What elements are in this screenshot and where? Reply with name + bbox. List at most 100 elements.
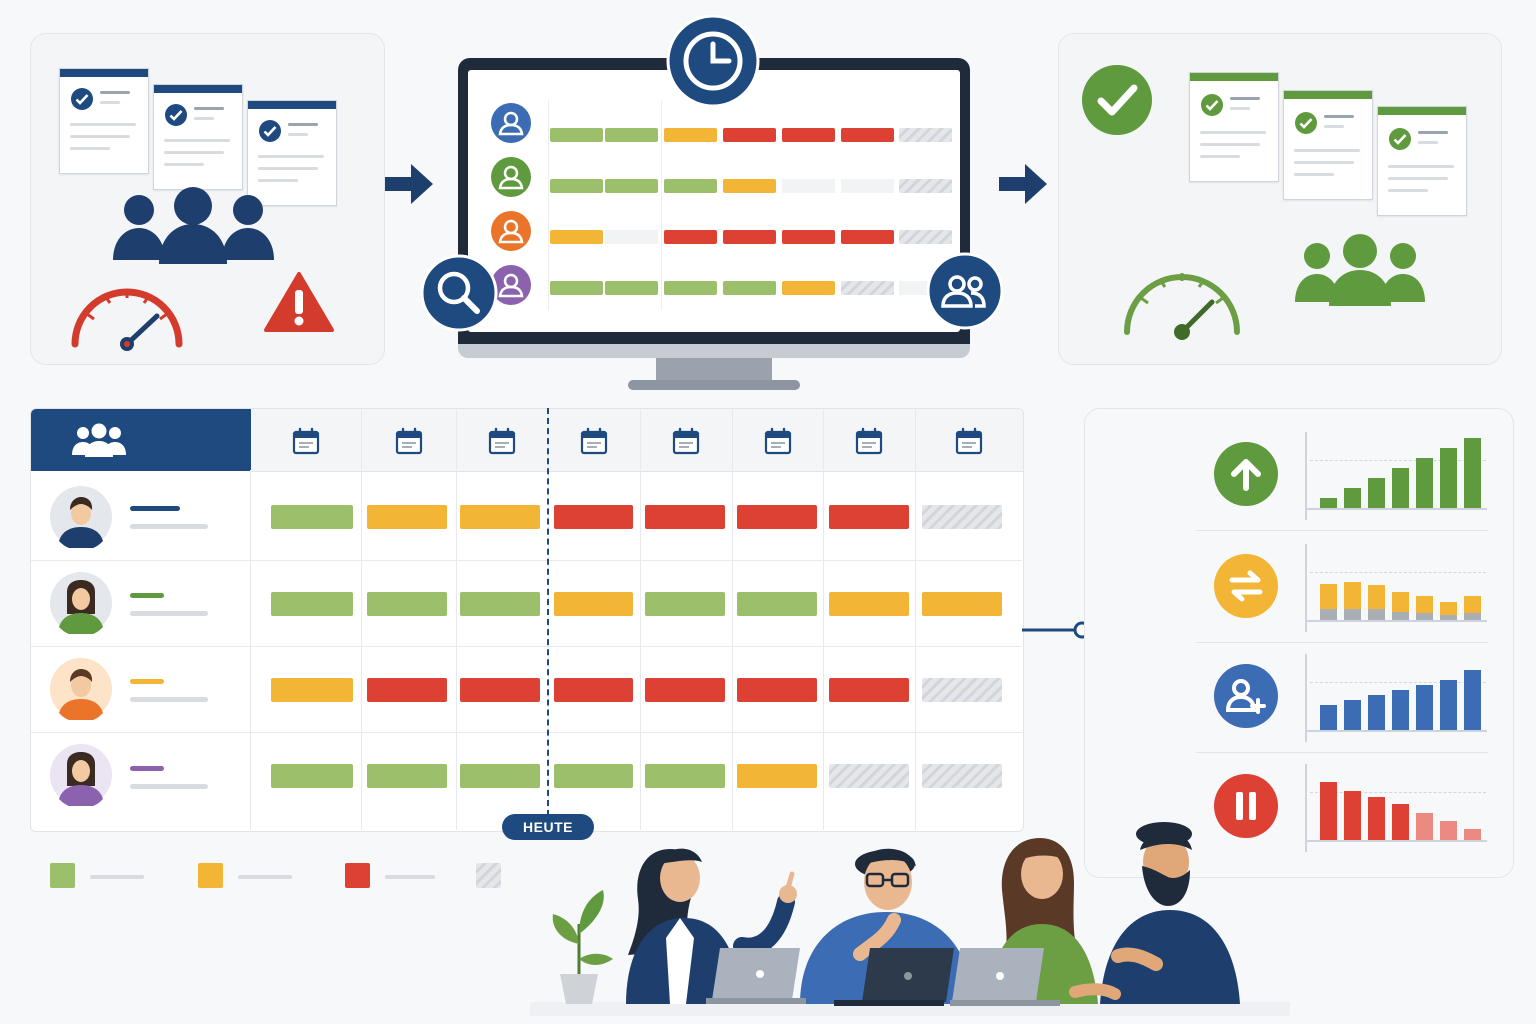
chart-bar — [1464, 829, 1481, 840]
row-divider — [30, 732, 1022, 733]
legend-swatch — [50, 863, 75, 888]
chart-axis — [1305, 654, 1307, 742]
chart-bar — [1440, 821, 1457, 840]
slot-bar — [271, 505, 353, 529]
slot-bar — [605, 128, 658, 142]
chart-gridline — [1310, 682, 1486, 683]
check-icon — [1201, 94, 1223, 116]
today-badge: HEUTE — [502, 814, 594, 840]
slot-bar — [645, 592, 725, 616]
slot-bar — [899, 128, 952, 142]
slot-bar — [829, 764, 909, 788]
panel-after — [1058, 33, 1502, 365]
chart-bar — [1464, 438, 1481, 508]
team-meeting-illustration — [530, 822, 1290, 1016]
slot-bar — [460, 505, 540, 529]
person-icon — [491, 265, 531, 305]
slot-bar — [723, 281, 776, 295]
check-icon — [71, 88, 93, 110]
chart-bar — [1440, 448, 1457, 508]
slot-bar — [829, 592, 909, 616]
chart-gridline — [1310, 572, 1486, 573]
chart-gridline — [1310, 792, 1486, 793]
chart-gridline — [1310, 460, 1486, 461]
slot-bar — [737, 505, 817, 529]
legend-label-line — [238, 875, 292, 879]
chart-axis — [1305, 544, 1307, 632]
calendar-icon — [580, 427, 608, 455]
chart-axis — [1305, 432, 1307, 520]
slot-bar — [367, 505, 447, 529]
person-icon — [491, 103, 531, 143]
chart-baseline — [1305, 620, 1487, 622]
slot-bar — [367, 678, 447, 702]
chart-axis — [1305, 764, 1307, 852]
row-divider — [30, 560, 1022, 561]
slot-bar — [367, 592, 447, 616]
table-header-team — [31, 409, 251, 471]
plant-icon — [552, 890, 613, 1004]
name-line — [130, 611, 208, 616]
search-icon — [420, 254, 498, 332]
calendar-icon — [672, 427, 700, 455]
slot-bar — [922, 678, 1002, 702]
chart-bar — [1320, 705, 1337, 730]
name-line — [130, 679, 164, 684]
slot-bar — [550, 179, 603, 193]
chart-bar-base — [1464, 613, 1481, 620]
team-icon — [926, 252, 1004, 330]
slot-bar — [271, 678, 353, 702]
chart-bar — [1368, 797, 1385, 840]
task-card — [247, 100, 337, 206]
slot-bar — [723, 179, 776, 193]
slot-bar — [645, 505, 725, 529]
slot-bar — [550, 230, 603, 244]
slot-bar — [664, 179, 717, 193]
chart-bar — [1320, 782, 1337, 840]
check-icon — [165, 104, 187, 126]
chart-bar — [1416, 813, 1433, 840]
chart-bar-base — [1440, 615, 1457, 620]
swap-icon — [1214, 554, 1278, 618]
warning-icon — [264, 272, 334, 332]
chart-bar-base — [1344, 609, 1361, 620]
chart-bar — [1320, 498, 1337, 508]
calendar-icon — [292, 427, 319, 455]
name-line — [130, 593, 164, 598]
avatar — [50, 658, 112, 720]
chart-baseline — [1305, 840, 1487, 842]
slot-bar — [460, 678, 540, 702]
empty-slot — [605, 230, 658, 244]
gridline — [548, 100, 549, 310]
slot-bar — [829, 678, 909, 702]
flow-arrow — [999, 164, 1047, 204]
chart-bar-base — [1416, 613, 1433, 620]
slot-bar — [645, 764, 725, 788]
chart-bar — [1416, 458, 1433, 508]
slot-bar — [841, 230, 894, 244]
slot-bar — [645, 678, 725, 702]
column-divider — [732, 408, 733, 830]
calendar-icon — [395, 427, 422, 455]
slot-bar — [737, 592, 817, 616]
calendar-icon — [764, 427, 791, 455]
chart-baseline — [1305, 730, 1487, 732]
chart-bar — [1392, 804, 1409, 840]
avatar — [50, 744, 112, 806]
name-line — [130, 697, 208, 702]
slot-bar — [737, 678, 817, 702]
slot-bar — [550, 281, 603, 295]
chart-bar — [1344, 700, 1361, 730]
slot-bar — [554, 592, 633, 616]
chart-bar — [1440, 680, 1457, 730]
avatar — [50, 572, 112, 634]
empty-slot — [782, 179, 835, 193]
check-icon — [259, 120, 281, 142]
pause-icon — [1214, 774, 1278, 838]
monitor-stand — [656, 358, 772, 382]
legend-label-line — [90, 875, 144, 879]
calendar-icon — [488, 427, 516, 455]
slot-bar — [605, 179, 658, 193]
team-icon — [72, 423, 126, 457]
empty-slot — [841, 179, 894, 193]
